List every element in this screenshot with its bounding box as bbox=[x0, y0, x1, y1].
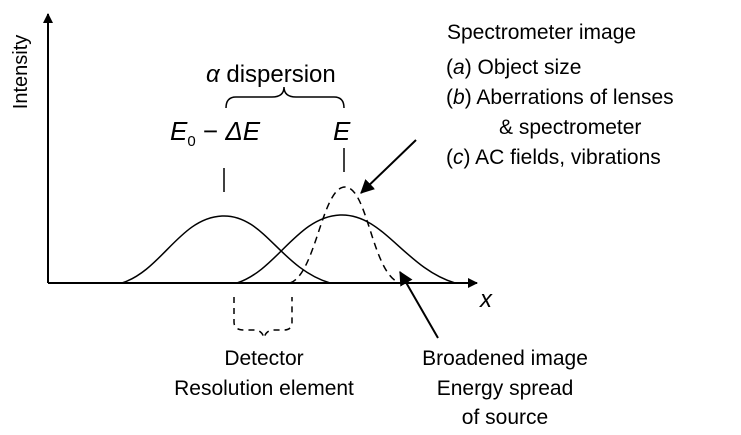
detector-bracket bbox=[233, 297, 293, 339]
legend-item-b-continued: & spectrometer bbox=[499, 116, 641, 139]
dispersion-brace bbox=[225, 86, 345, 109]
legend-arrow bbox=[360, 139, 417, 194]
legend-item-b: (b) Aberrations of lenses bbox=[446, 86, 674, 109]
legend-item-b-text: Aberrations of lenses bbox=[472, 86, 674, 109]
dispersion-label: α dispersion bbox=[206, 61, 336, 88]
broadened-label-line1: Broadened image bbox=[422, 347, 588, 370]
alpha-symbol: α bbox=[206, 61, 221, 88]
left-peak-minus: − bbox=[196, 116, 226, 146]
broadened-label-line2: Energy spread bbox=[437, 377, 574, 400]
broadened-arrow bbox=[399, 270, 439, 339]
legend-item-a-letter: a bbox=[453, 56, 465, 79]
legend-item-b-letter: b bbox=[453, 86, 465, 109]
left-peak-curve bbox=[121, 215, 331, 284]
dispersion-text: dispersion bbox=[220, 61, 336, 88]
broadened-label-line3: of source bbox=[462, 406, 548, 429]
legend-item-c: (c) AC fields, vibrations bbox=[446, 146, 661, 169]
source-peak-dashed-curve bbox=[289, 186, 401, 284]
y-axis-label: Intensity bbox=[10, 35, 32, 109]
left-peak-delta: ΔE bbox=[224, 116, 260, 146]
legend-item-a-text: Object size bbox=[472, 56, 582, 79]
left-peak-symbol: E bbox=[170, 116, 188, 146]
broadened-peak-curve bbox=[236, 214, 456, 284]
legend-item-a: (a) Object size bbox=[446, 56, 581, 79]
x-axis-label: x bbox=[479, 286, 493, 313]
detector-label-line1: Detector bbox=[224, 347, 303, 370]
legend-title: Spectrometer image bbox=[447, 21, 636, 44]
right-peak-label: E bbox=[333, 116, 351, 146]
left-peak-label: E0 − ΔE bbox=[170, 116, 261, 150]
legend-item-c-letter: c bbox=[453, 146, 464, 169]
legend-item-c-text: AC fields, vibrations bbox=[471, 146, 661, 169]
left-peak-subscript: 0 bbox=[187, 133, 195, 150]
detector-label-line2: Resolution element bbox=[174, 377, 354, 400]
